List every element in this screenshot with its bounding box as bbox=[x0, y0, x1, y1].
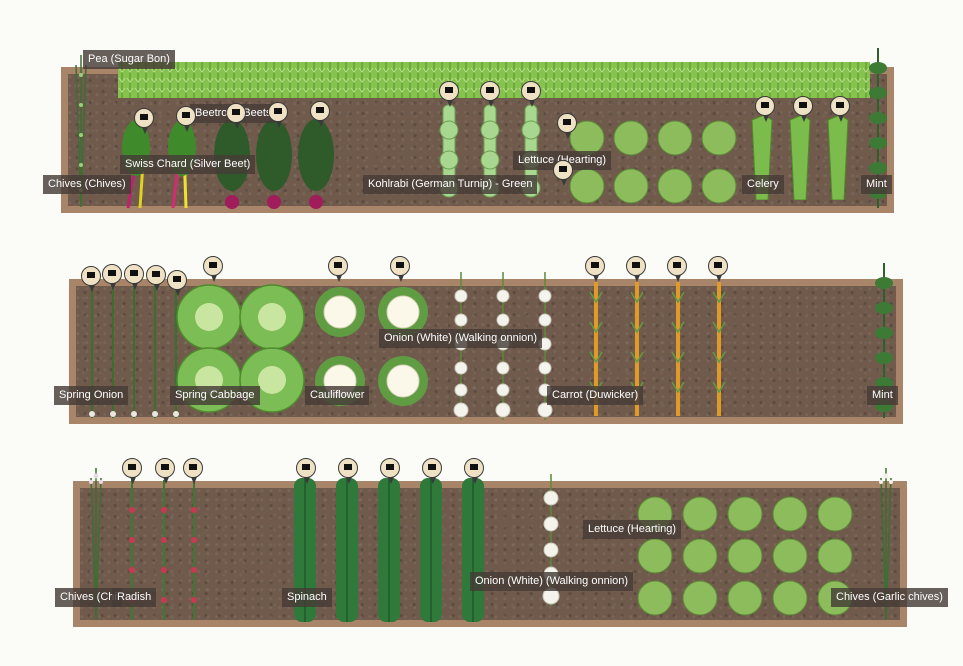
plant-marker-icon[interactable] bbox=[708, 256, 728, 282]
plant-label-mint[interactable]: Mint bbox=[867, 386, 898, 405]
plant-marker-icon[interactable] bbox=[521, 81, 541, 107]
plant-label-pea[interactable]: Pea (Sugar Bon) bbox=[83, 50, 175, 69]
plant-marker-icon[interactable] bbox=[102, 264, 122, 290]
plant-marker-icon[interactable] bbox=[464, 458, 484, 484]
plant-marker-icon[interactable] bbox=[557, 113, 577, 139]
plant-label-spring-onion[interactable]: Spring Onion bbox=[54, 386, 129, 405]
plant-marker-icon[interactable] bbox=[176, 106, 196, 132]
plant-label-swiss-chard[interactable]: Swiss Chard (Silver Beet) bbox=[120, 155, 256, 174]
plant-label-radish[interactable]: Radish bbox=[112, 588, 157, 607]
plant-marker-icon[interactable] bbox=[328, 256, 348, 282]
plant-marker-icon[interactable] bbox=[296, 458, 316, 484]
plant-label-mint[interactable]: Mint bbox=[861, 175, 892, 194]
plant-label-chives[interactable]: Chives (Chives) bbox=[43, 175, 131, 194]
plant-label-garlic-chives[interactable]: Chives (Garlic chives) bbox=[831, 588, 948, 607]
plant-marker-icon[interactable] bbox=[585, 256, 605, 282]
plant-marker-icon[interactable] bbox=[667, 256, 687, 282]
plant-marker-icon[interactable] bbox=[310, 101, 330, 127]
plant-marker-icon[interactable] bbox=[553, 160, 573, 186]
plant-marker-icon[interactable] bbox=[793, 96, 813, 122]
plant-label-chives[interactable]: Chives (Chi bbox=[55, 588, 122, 607]
plant-label-onion[interactable]: Onion (White) (Walking onnion) bbox=[470, 572, 634, 591]
plant-label-celery[interactable]: Celery bbox=[742, 175, 784, 194]
plant-label-lettuce[interactable]: Lettuce (Hearting) bbox=[583, 520, 682, 539]
cauliflower-plants[interactable] bbox=[313, 285, 438, 410]
plant-marker-icon[interactable] bbox=[167, 270, 187, 296]
plant-marker-icon[interactable] bbox=[268, 102, 288, 128]
radish-plants[interactable] bbox=[122, 480, 207, 620]
plant-marker-icon[interactable] bbox=[380, 458, 400, 484]
plant-marker-icon[interactable] bbox=[81, 266, 101, 292]
plant-marker-icon[interactable] bbox=[155, 458, 175, 484]
plant-label-cauliflower[interactable]: Cauliflower bbox=[305, 386, 370, 405]
plant-marker-icon[interactable] bbox=[226, 103, 246, 129]
plant-label-spinach[interactable]: Spinach bbox=[282, 588, 332, 607]
plant-marker-icon[interactable] bbox=[480, 81, 500, 107]
plant-marker-icon[interactable] bbox=[830, 96, 850, 122]
plant-marker-icon[interactable] bbox=[124, 264, 144, 290]
plant-marker-icon[interactable] bbox=[134, 108, 154, 134]
garden-bed-3[interactable] bbox=[73, 481, 907, 627]
plant-label-carrot[interactable]: Carrot (Duwicker) bbox=[547, 386, 644, 405]
plant-label-onion[interactable]: Onion (White) (Walking onnion) bbox=[379, 329, 543, 348]
plant-marker-icon[interactable] bbox=[338, 458, 358, 484]
lettuce-plants[interactable] bbox=[565, 118, 745, 210]
plant-marker-icon[interactable] bbox=[183, 458, 203, 484]
plant-marker-icon[interactable] bbox=[422, 458, 442, 484]
plant-marker-icon[interactable] bbox=[122, 458, 142, 484]
plant-marker-icon[interactable] bbox=[439, 81, 459, 107]
plant-label-kohlrabi[interactable]: Kohlrabi (German Turnip) - Green bbox=[363, 175, 538, 194]
plant-marker-icon[interactable] bbox=[755, 96, 775, 122]
lettuce-plants[interactable] bbox=[635, 494, 860, 619]
plant-marker-icon[interactable] bbox=[390, 256, 410, 282]
plant-label-spring-cabbage[interactable]: Spring Cabbage bbox=[170, 386, 260, 405]
plant-marker-icon[interactable] bbox=[626, 256, 646, 282]
plant-marker-icon[interactable] bbox=[146, 265, 166, 291]
plant-marker-icon[interactable] bbox=[203, 256, 223, 282]
